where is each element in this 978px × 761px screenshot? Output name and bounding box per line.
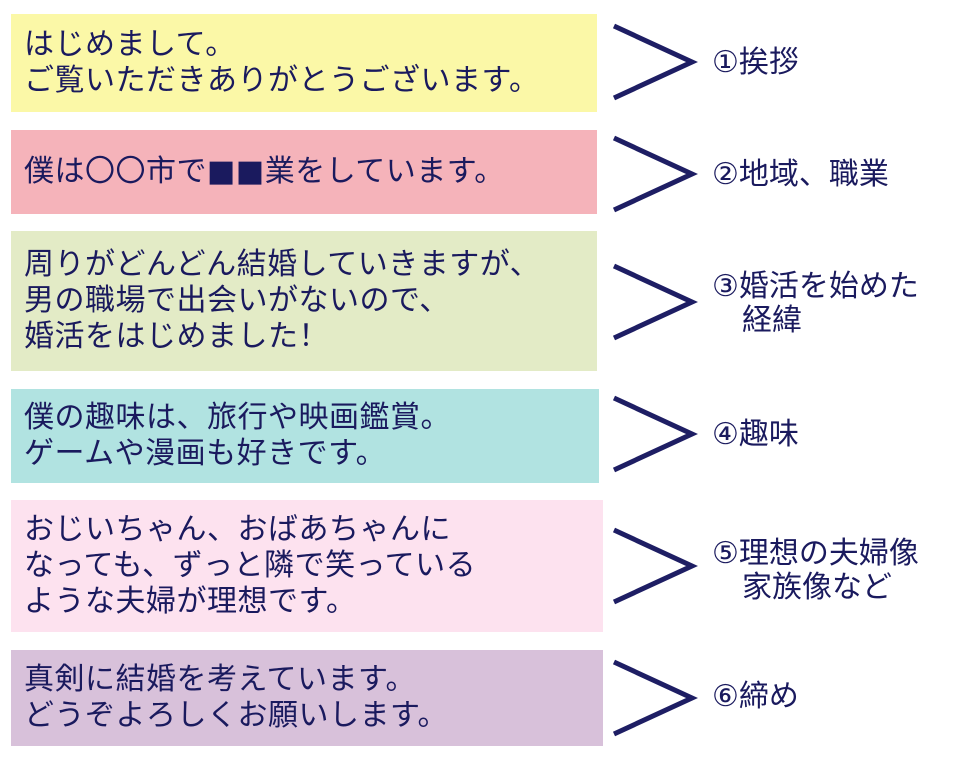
intro-box-reason: 周りがどんどん結婚していきますが、 男の職場で出会いがないので、 婚活をはじめま…	[11, 231, 597, 371]
section-label-area-job: ②地域、職業	[712, 157, 889, 192]
section-label-greeting: ①挨拶	[712, 45, 799, 80]
intro-box-text: 僕の趣味は、旅行や映画鑑賞。 ゲームや漫画も好きです。	[24, 400, 451, 471]
chevron-right-icon	[612, 23, 698, 101]
intro-box-text: はじめまして。 ご覧いただきありがとうございます。	[24, 27, 540, 98]
intro-box-ideal: おじいちゃん、おばあちゃんに なっても、ずっと隣で笑っている ような夫婦が理想で…	[11, 500, 603, 632]
intro-box-text: 真剣に結婚を考えています。 どうぞよろしくお願いします。	[24, 662, 448, 733]
chevron-right-icon	[612, 527, 698, 605]
intro-box-area-job: 僕は〇〇市で■■業をしています。	[11, 130, 597, 214]
intro-box-text: おじいちゃん、おばあちゃんに なっても、ずっと隣で笑っている ような夫婦が理想で…	[24, 512, 477, 619]
intro-box-closing: 真剣に結婚を考えています。 どうぞよろしくお願いします。	[11, 650, 603, 746]
chevron-right-icon	[612, 263, 698, 341]
intro-box-text: 周りがどんどん結婚していきますが、 男の職場で出会いがないので、 婚活をはじめま…	[24, 247, 541, 354]
chevron-right-icon	[612, 659, 698, 737]
section-label-reason: ③婚活を始めた 経緯	[712, 269, 919, 338]
section-label-closing: ⑥締め	[712, 679, 799, 714]
chevron-right-icon	[612, 135, 698, 213]
section-label-hobby: ④趣味	[712, 417, 799, 452]
section-label-ideal: ⑤理想の夫婦像 家族像など	[712, 536, 919, 605]
intro-box-greeting: はじめまして。 ご覧いただきありがとうございます。	[11, 14, 597, 112]
intro-box-text: 僕は〇〇市で■■業をしています。	[24, 154, 505, 189]
intro-box-hobby: 僕の趣味は、旅行や映画鑑賞。 ゲームや漫画も好きです。	[11, 389, 599, 483]
chevron-right-icon	[612, 395, 698, 473]
